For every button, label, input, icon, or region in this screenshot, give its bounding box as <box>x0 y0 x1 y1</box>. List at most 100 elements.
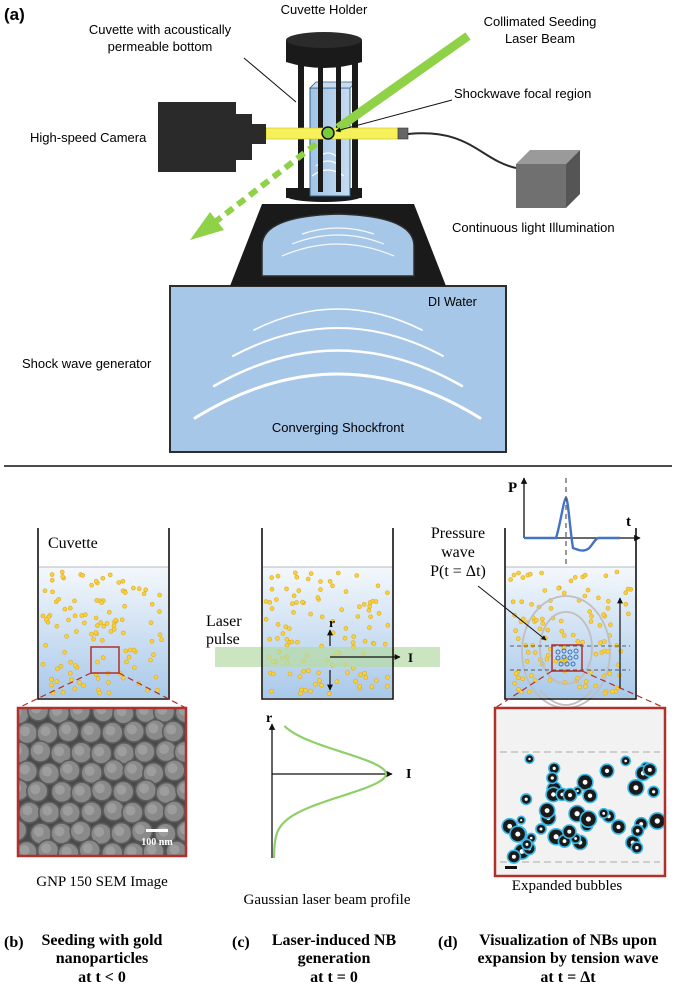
nanoparticle <box>269 688 275 694</box>
nanoparticle <box>319 614 325 620</box>
nanoparticle <box>623 590 629 596</box>
nanoparticle <box>342 635 348 641</box>
nanoparticle <box>542 588 548 593</box>
laser-label-line1: Laser <box>206 613 242 630</box>
axis-r-label-c: r <box>329 615 335 630</box>
nanoparticle <box>267 600 273 605</box>
nanoparticle <box>306 668 311 674</box>
nanoparticle <box>597 623 603 628</box>
nanoparticle <box>99 600 104 605</box>
nanoparticle <box>303 687 308 693</box>
cuvette <box>309 87 351 197</box>
nanoparticle <box>601 612 606 617</box>
label-laser-line2: Laser Beam <box>505 31 575 46</box>
nanoparticle <box>519 599 525 605</box>
high-speed-camera <box>158 102 236 172</box>
laser-exit-dashed <box>208 141 318 229</box>
nanoparticle <box>112 626 117 632</box>
nanoparticles-b <box>40 569 164 696</box>
nanoparticle <box>580 639 585 645</box>
nanoparticle <box>614 569 620 575</box>
zoom-box-d <box>551 644 583 672</box>
nanoparticle <box>327 579 333 584</box>
generator-tank <box>169 285 507 453</box>
title-b-line1: Seeding with gold <box>42 932 163 949</box>
panel-a: (a) <box>4 2 615 453</box>
nanoparticle <box>58 663 64 669</box>
nanoparticle <box>263 616 269 622</box>
nanoparticle <box>106 680 111 685</box>
nanoparticle <box>284 637 290 642</box>
title-c-line1: Laser-induced NB <box>272 932 397 949</box>
pressure-line3: P(t = Δt) <box>430 563 486 580</box>
nanoparticle <box>385 622 391 628</box>
nanoparticle <box>116 580 122 585</box>
nanoparticle <box>283 624 289 630</box>
nanoparticle <box>305 576 311 582</box>
nanoparticle <box>582 593 588 599</box>
nanoparticle <box>330 583 335 589</box>
nanoparticle <box>568 578 574 584</box>
nanoparticle <box>287 626 292 631</box>
nanoparticle <box>97 690 102 696</box>
nanoparticle <box>107 609 112 615</box>
laser-label-line2: pulse <box>206 631 240 648</box>
lens-dome <box>261 213 415 277</box>
nanoparticle <box>290 601 295 607</box>
nanoparticle <box>89 631 94 637</box>
nanoparticle <box>49 577 55 583</box>
nanoparticle <box>361 602 367 607</box>
nanoparticle <box>385 590 390 596</box>
nanoparticle <box>608 622 613 628</box>
nanoparticle <box>527 571 533 577</box>
nanoparticle <box>77 680 82 686</box>
nanoparticle <box>334 679 340 684</box>
nanoparticle <box>269 586 275 592</box>
caption-d: Expanded bubbles <box>512 878 623 894</box>
nanoparticle <box>62 606 68 612</box>
label-cuvette-holder: Cuvette Holder <box>281 2 368 17</box>
fiber-cable <box>407 132 517 169</box>
nanoparticle <box>108 629 114 634</box>
nanoparticle <box>148 657 153 663</box>
nanoparticle <box>292 570 298 576</box>
nanoparticle <box>149 638 155 644</box>
seeding-laser-beam <box>335 32 471 132</box>
nanoparticle <box>148 620 154 626</box>
nanoparticle <box>294 600 299 605</box>
nanoparticle <box>508 577 513 582</box>
nanoparticle <box>545 652 551 658</box>
title-d-line2: expansion by tension wave <box>478 950 659 967</box>
nanoparticle <box>373 678 379 683</box>
nanoparticle <box>339 607 345 613</box>
nanoparticle <box>516 570 521 576</box>
nanoparticle <box>157 609 162 614</box>
nanoparticle <box>95 676 101 681</box>
nanoparticle <box>131 585 136 591</box>
nanoparticle <box>513 628 519 634</box>
nanoparticle <box>113 617 118 623</box>
label-cuvette-line1: Cuvette with acoustically <box>89 22 232 37</box>
label-camera: High-speed Camera <box>30 130 147 145</box>
nanoparticle <box>269 606 275 611</box>
nanoparticle <box>120 675 126 681</box>
nanoparticle <box>382 641 388 647</box>
nanoparticle <box>291 610 296 615</box>
nanoparticle <box>91 636 96 642</box>
gaussian-curve <box>273 725 388 858</box>
axis-t-label: t <box>626 514 631 530</box>
nanoparticle <box>362 638 368 644</box>
nanoparticle <box>143 587 148 593</box>
nanoparticle <box>301 668 307 674</box>
nanoparticle <box>358 672 363 678</box>
nanoparticle <box>540 621 546 626</box>
nanoparticle <box>345 670 350 675</box>
nanoparticle <box>588 670 594 675</box>
nanoparticle <box>577 684 583 690</box>
nanoparticle <box>274 597 279 602</box>
caption-b: GNP 150 SEM Image <box>36 874 168 890</box>
nanoparticle <box>43 642 48 648</box>
pressure-curve <box>524 496 620 552</box>
nanoparticle <box>558 618 564 624</box>
